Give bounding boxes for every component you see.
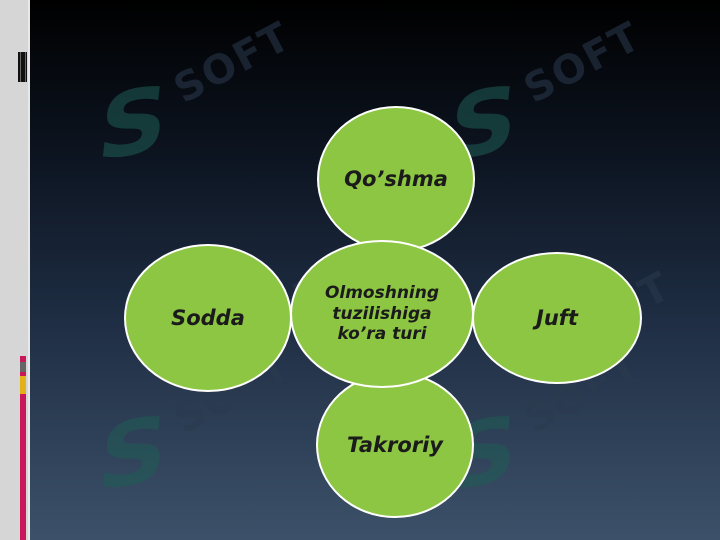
margin-divider — [28, 0, 30, 540]
node-center-label: Olmoshning tuzilishiga ko’ra turi — [324, 283, 440, 345]
slide-margin-bar — [0, 0, 30, 540]
node-bottom-label: Takroriy — [347, 433, 443, 457]
accent-strip — [20, 356, 26, 540]
node-bottom: Takroriy — [316, 372, 474, 518]
node-right: Juft — [472, 252, 642, 384]
slide-canvas: S SOFT S SOFT S SOFT S SOFT SOFT SOFT Qo… — [30, 0, 720, 540]
node-left-label: Sodda — [171, 306, 245, 330]
node-right-label: Juft — [536, 306, 578, 330]
node-center: Olmoshning tuzilishiga ko’ra turi — [290, 240, 474, 388]
node-left: Sodda — [124, 244, 292, 392]
accent-strip-gray — [20, 362, 26, 372]
top-mark-icon — [18, 52, 27, 82]
node-top-label: Qo’shma — [344, 167, 448, 191]
accent-strip-yellow — [20, 376, 26, 394]
node-top: Qo’shma — [317, 106, 475, 252]
